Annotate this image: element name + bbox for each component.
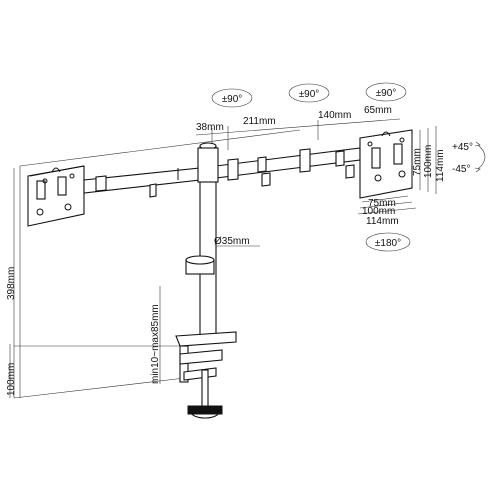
arm-length-140: 140mm — [318, 110, 351, 121]
vesa-width-114: 114mm — [366, 216, 399, 227]
right-arm — [215, 147, 361, 187]
pole-diameter-label: Ø35mm — [214, 236, 250, 247]
tilt-up-label: +45° — [452, 142, 473, 153]
rotation-left-arm-badge: ±90° — [211, 88, 253, 108]
arm-length-211: 211mm — [243, 116, 276, 127]
vesa-width-100: 100mm — [362, 206, 395, 217]
tilt-down-label: -45° — [452, 164, 470, 175]
base-height-100: 100mm — [6, 363, 17, 396]
height-dimensions — [9, 168, 186, 399]
vesa-height-100: 100mm — [423, 145, 434, 178]
tilt-arrow-icon — [477, 144, 486, 170]
rotation-vesa-badge: ±180° — [365, 232, 411, 252]
vesa-dimensions — [357, 126, 437, 215]
right-vesa-plate — [359, 129, 413, 199]
svg-text:±90°: ±90° — [222, 94, 243, 105]
vesa-height-114: 114mm — [435, 149, 446, 182]
vertical-pole — [185, 142, 219, 337]
arm-length-65: 65mm — [364, 105, 392, 116]
desk-clamp-range: min10~max85mm — [150, 304, 161, 384]
svg-text:±90°: ±90° — [299, 89, 320, 100]
desk-clamp — [175, 331, 237, 419]
vesa-width-75: 75mm — [368, 198, 396, 209]
svg-text:±180°: ±180° — [375, 238, 401, 249]
rotation-right-arm-badge: ±90° — [365, 82, 407, 102]
pole-height-398: 398mm — [6, 267, 17, 300]
left-vesa-plate — [27, 165, 85, 227]
rotation-middle-arm-badge: ±90° — [288, 83, 330, 103]
left-arm — [83, 167, 201, 198]
svg-text:±90°: ±90° — [376, 88, 397, 99]
arm-length-38: 38mm — [196, 122, 224, 133]
vesa-height-75: 75mm — [412, 148, 423, 176]
